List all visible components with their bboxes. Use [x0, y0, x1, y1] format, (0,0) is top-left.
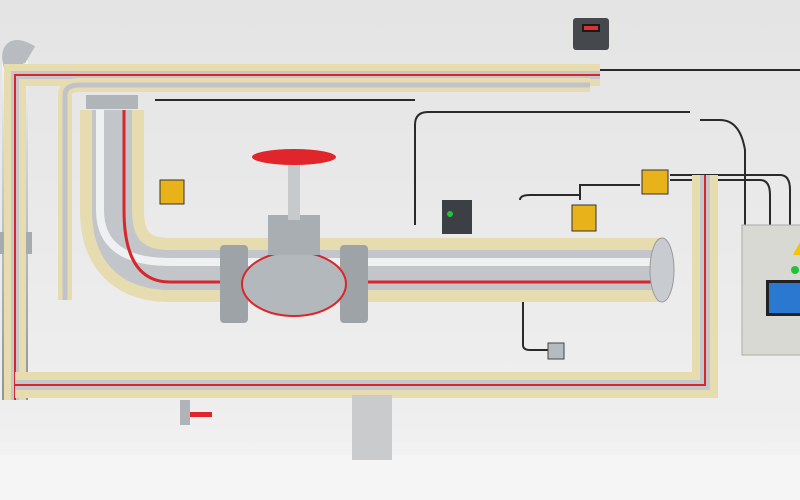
- floor: [0, 455, 800, 500]
- status-led-icon: [447, 211, 453, 217]
- status-led-icon: [791, 266, 799, 274]
- power-cables: [155, 69, 800, 351]
- panel-screen: [769, 283, 800, 313]
- junction-boxes: [159, 169, 669, 360]
- main-pipe: [80, 95, 675, 303]
- control-panel: [741, 224, 800, 356]
- warning-triangle-icon: [793, 242, 800, 255]
- drain-valve: [180, 400, 190, 425]
- pipe-support: [352, 395, 392, 460]
- gate-valve: [220, 149, 368, 323]
- thermostat: [573, 18, 609, 50]
- valve-handwheel: [252, 149, 336, 165]
- insulated-loop: [4, 64, 718, 400]
